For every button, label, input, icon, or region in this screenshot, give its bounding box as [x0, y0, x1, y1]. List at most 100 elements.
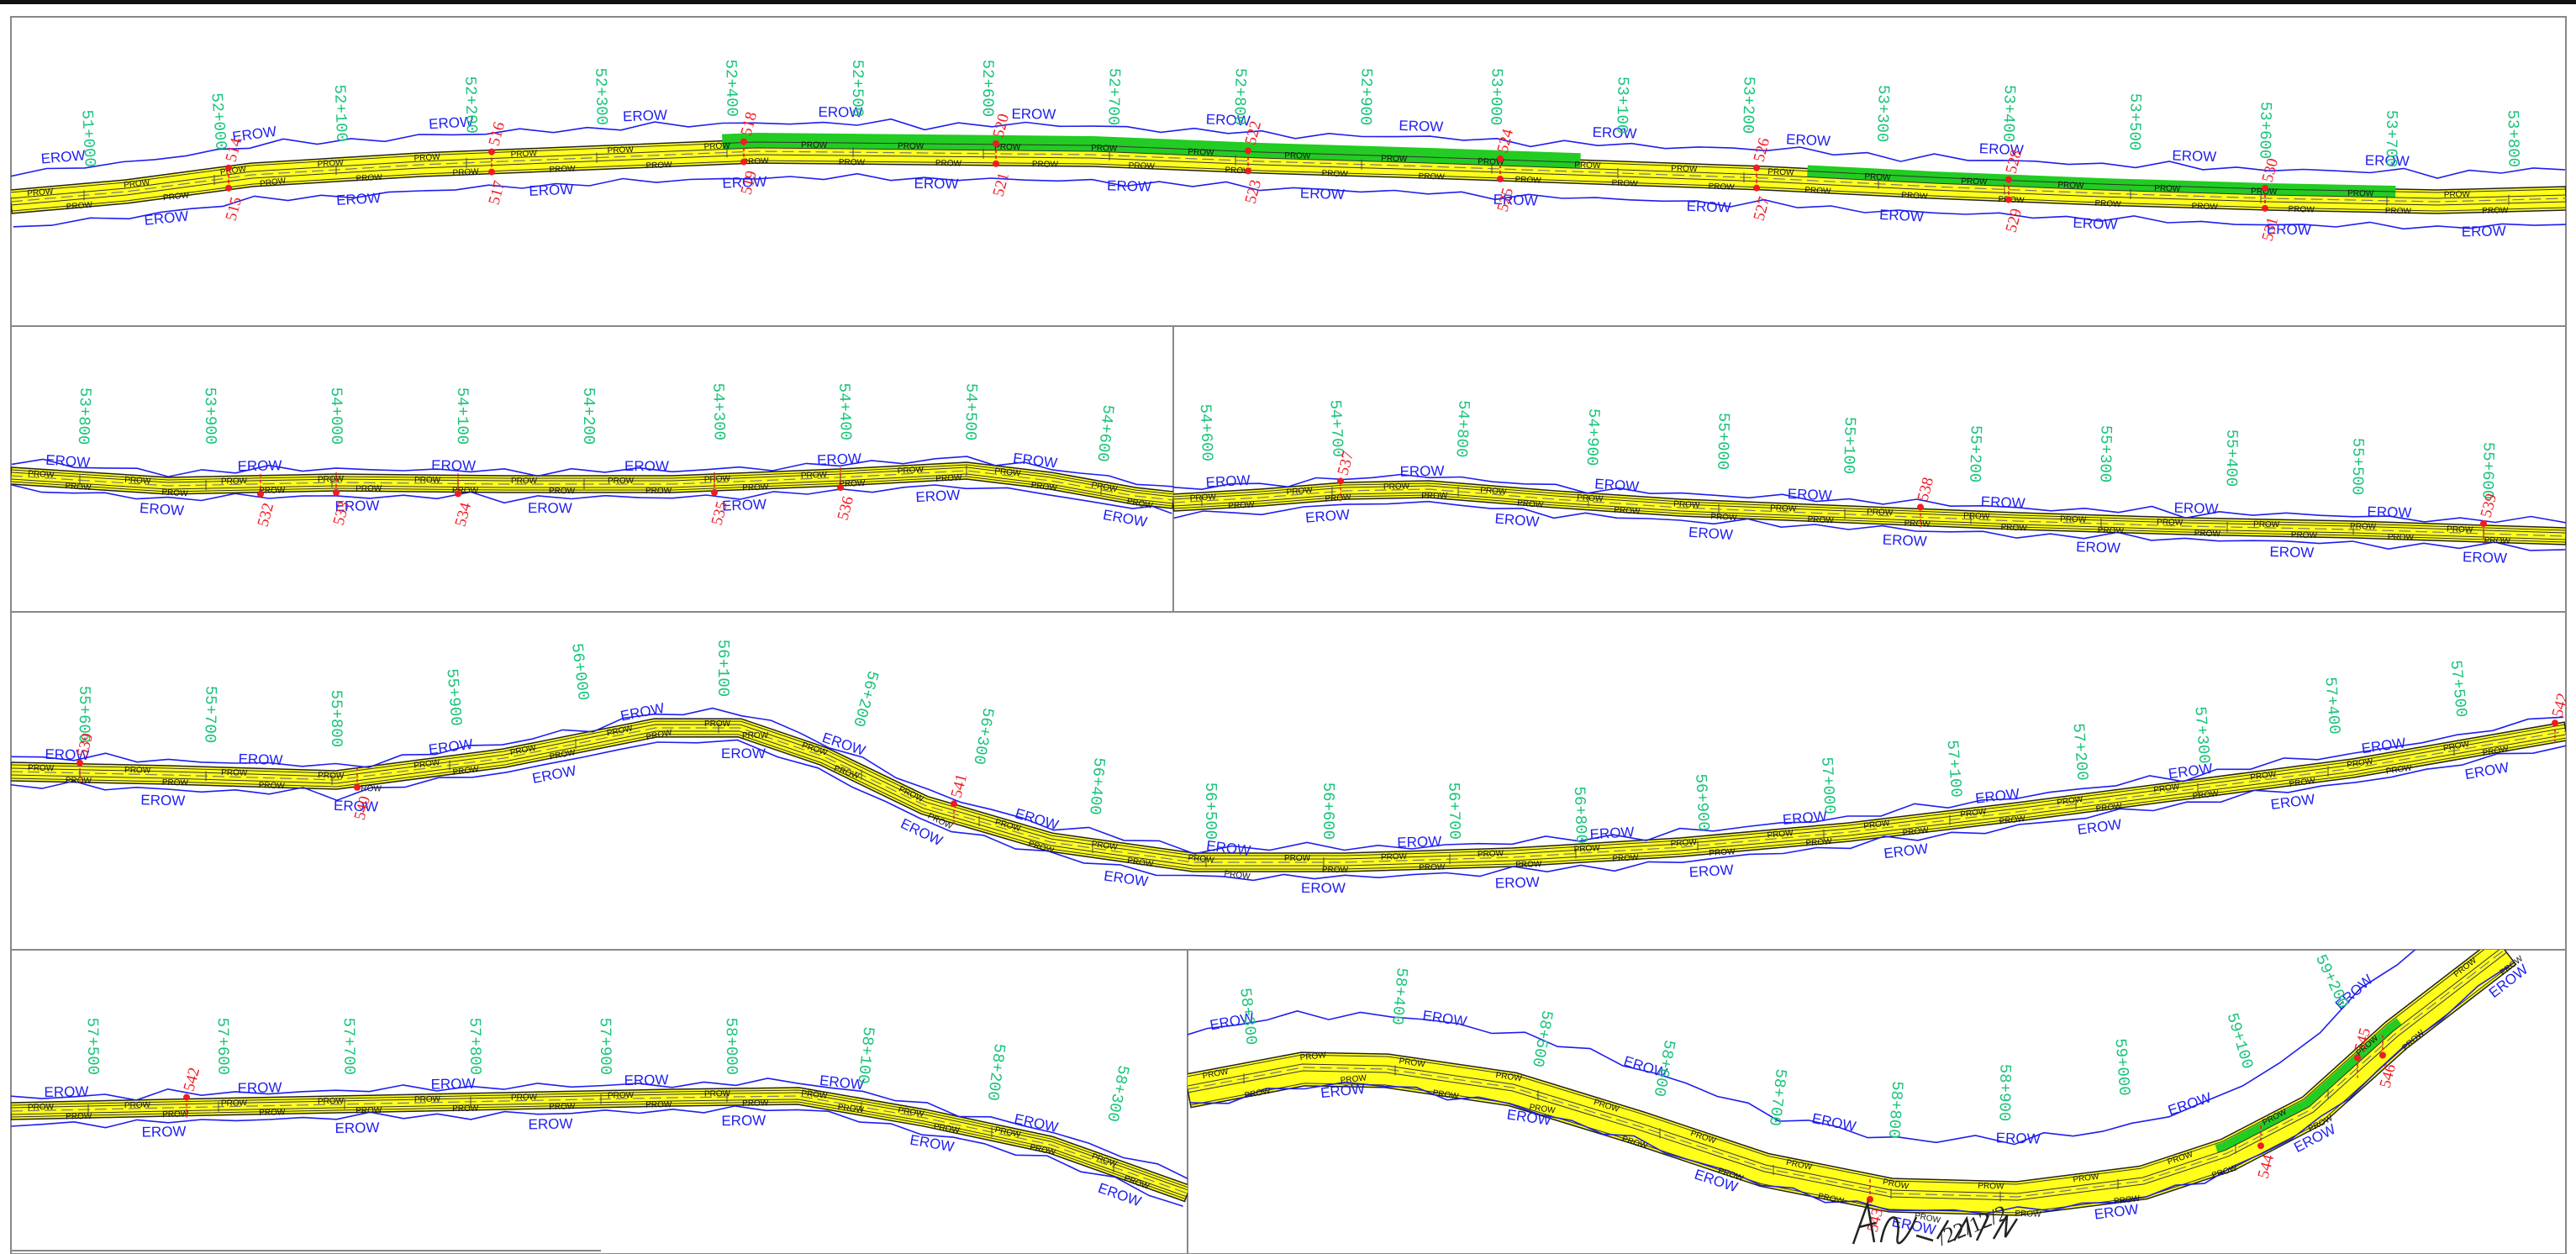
- plan-panel-p1: PROW PROW EROW PROW PROW EROW PROW PROW EROW PROW…: [11, 59, 2566, 243]
- station-label: 52+900: [1356, 68, 1375, 126]
- prow-line: [11, 160, 2566, 212]
- prow-label: PROW: [1611, 179, 1638, 189]
- prow-label: PROW: [1670, 838, 1697, 849]
- prow-label: PROW: [2015, 1209, 2041, 1220]
- station-label: 58+200: [983, 1042, 1009, 1102]
- erow-label: EROW: [1205, 472, 1251, 491]
- station-label: 56+600: [1319, 782, 1337, 840]
- prow-label: PROW: [1399, 1056, 1426, 1069]
- erow-label: EROW: [1493, 192, 1538, 209]
- prow-label: PROW: [511, 1093, 538, 1103]
- prow-label: PROW: [2095, 802, 2123, 814]
- station-label: 56+500: [1201, 782, 1220, 840]
- station-label: 58+000: [722, 1018, 741, 1076]
- prow-label: PROW: [2094, 199, 2121, 209]
- prow-label: PROW: [511, 477, 538, 486]
- erow-label: EROW: [721, 746, 766, 761]
- erow-label: EROW: [429, 113, 474, 132]
- prow-label: PROW: [2291, 530, 2318, 540]
- prow-label: PROW: [2250, 770, 2278, 782]
- erow-label: EROW: [1301, 880, 1346, 896]
- erow-label: EROW: [2173, 500, 2218, 518]
- erow-label: EROW: [909, 1132, 955, 1156]
- erow-label: EROW: [431, 457, 476, 474]
- station-label: 54+700: [1325, 399, 1346, 457]
- erow-label: EROW: [45, 452, 91, 471]
- station-label: 59+100: [2223, 1011, 2257, 1072]
- prow-label: PROW: [2347, 189, 2374, 199]
- prow-label: PROW: [27, 187, 55, 199]
- prow-label: PROW: [1515, 176, 1541, 186]
- erow-label: EROW: [334, 798, 378, 815]
- prow-label: PROW: [1999, 814, 2026, 827]
- station-label: 52+000: [207, 92, 229, 151]
- erow-label: EROW: [2365, 152, 2410, 169]
- erow-line: [11, 1077, 1188, 1180]
- erow-label: EROW: [144, 208, 190, 228]
- prow-label: PROW: [414, 153, 440, 164]
- station-label: 53+300: [1873, 85, 1893, 143]
- prow-label: PROW: [1032, 160, 1059, 169]
- station-label: 52+100: [330, 84, 350, 142]
- prow-line: [11, 464, 1173, 495]
- prow-label: PROW: [742, 482, 769, 493]
- prow-label: PROW: [1189, 493, 1216, 503]
- prow-label: PROW: [1961, 177, 1988, 187]
- prow-label: PROW: [549, 487, 576, 496]
- station-label: 57+200: [2068, 723, 2091, 782]
- prow-label: PROW: [318, 1097, 345, 1107]
- station-label: 57+400: [2321, 677, 2343, 735]
- erow-line: [11, 707, 2564, 855]
- station-label: 53+000: [1486, 68, 1505, 126]
- prow-label: PROW: [1340, 1073, 1367, 1085]
- prow-label: PROW: [1299, 1051, 1327, 1062]
- prow-label: PROW: [2482, 206, 2509, 216]
- erow-label: EROW: [2076, 539, 2120, 556]
- prow-label: PROW: [2350, 522, 2377, 532]
- station-label: 55+600: [75, 686, 94, 744]
- prow-label: PROW: [259, 781, 286, 791]
- prow-label: PROW: [1902, 826, 1930, 839]
- erow-label: EROW: [1102, 507, 1148, 530]
- prow-label: PROW: [935, 473, 962, 484]
- prow-line: [11, 141, 2566, 193]
- survey-point-label: 516: [486, 120, 509, 148]
- erow-label: EROW: [528, 500, 572, 516]
- station-label: 54+600: [1196, 403, 1216, 461]
- erow-label: EROW: [529, 182, 574, 199]
- station-label: 56+900: [1691, 773, 1713, 832]
- prow-label: PROW: [2442, 740, 2470, 753]
- alignment-drawing: PROW PROW EROW PROW PROW EROW PROW PROW EROW PROW…: [11, 640, 2566, 896]
- plan-panel-p5: PROWPROWEROWPROWPROWEROWPROWPROWEROWPROW…: [11, 1018, 1188, 1209]
- prow-label: PROW: [2253, 520, 2280, 530]
- prow-label: PROW: [414, 1095, 441, 1105]
- station-label: 53+700: [2382, 110, 2401, 168]
- prow-label: PROW: [801, 141, 828, 150]
- station-label: 57+700: [340, 1018, 359, 1076]
- prow-label: PROW: [1284, 854, 1311, 863]
- prow-label: PROW: [645, 161, 672, 171]
- prow-label: PROW: [221, 768, 248, 778]
- erow-line: [13, 172, 2566, 230]
- prow-line: [11, 147, 2566, 199]
- station-label: 58+800: [1884, 1080, 1907, 1139]
- station-label: 53+600: [2255, 102, 2274, 160]
- prow-label: PROW: [1480, 486, 1507, 498]
- road-band: [11, 461, 1173, 509]
- prow-label: PROW: [2000, 523, 2027, 533]
- station-label: 57+300: [2190, 706, 2213, 765]
- erow-label: EROW: [1300, 185, 1345, 203]
- erow-label: EROW: [237, 1079, 282, 1096]
- station-label: 53+200: [1738, 76, 1757, 134]
- station-label: 56+100: [714, 640, 732, 697]
- prow-label: PROW: [2447, 525, 2473, 535]
- survey-point-label: 519: [738, 169, 761, 197]
- station-label: 56+400: [1085, 756, 1109, 815]
- panels-layer: PROW PROW EROW PROW PROW EROW PROW PROW EROW PROW…: [11, 59, 2566, 1251]
- erow-label: EROW: [624, 458, 669, 474]
- erow-label: EROW: [624, 1072, 668, 1088]
- station-label: 54+000: [327, 387, 345, 445]
- survey-point-label: 541: [948, 772, 972, 800]
- prow-label: PROW: [2482, 745, 2510, 758]
- erow-label: EROW: [45, 746, 89, 763]
